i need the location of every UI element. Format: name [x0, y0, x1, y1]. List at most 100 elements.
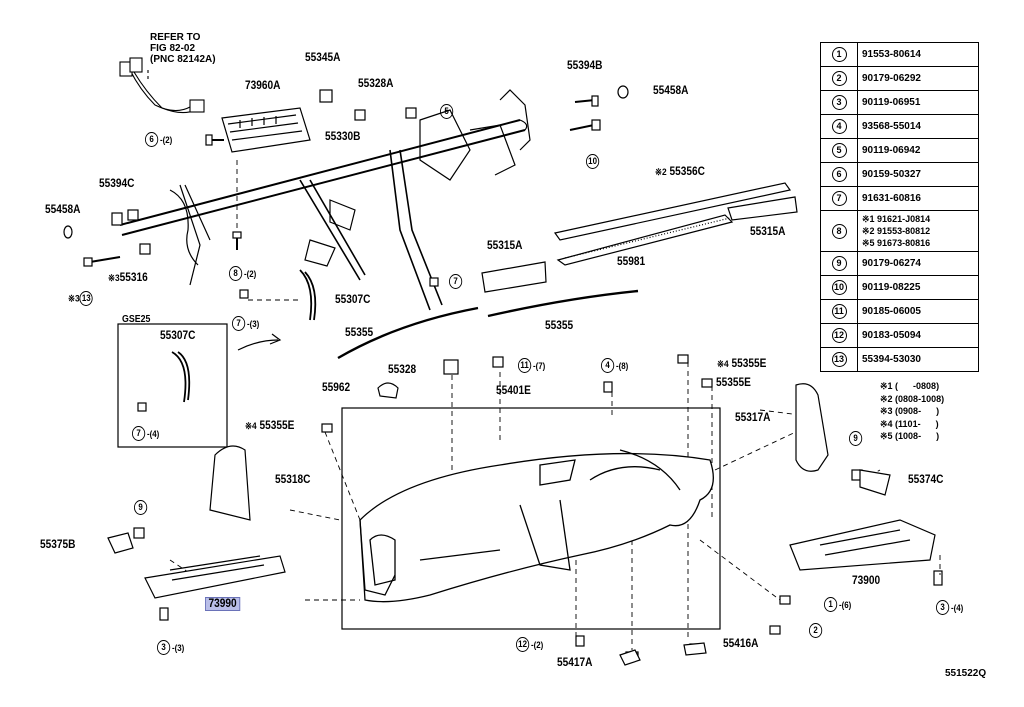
part-label-55317A: 55317A [735, 412, 771, 424]
part-number: 90185-06005 [862, 306, 921, 317]
part-label-55355E-mid: 55355E [716, 377, 751, 389]
part-label-55962: 55962 [322, 382, 351, 394]
part-label-55374C: 55374C [908, 474, 944, 486]
part-number: 90179-06274 [862, 258, 921, 269]
parts-table-row: 10 90119-08225 [820, 275, 979, 300]
part-label-55315A-left: 55315A [487, 240, 523, 252]
ref-number: 12 [831, 328, 847, 343]
callout-7-inset: 7-(4) [132, 426, 159, 441]
part-label-55328: 55328 [388, 364, 417, 376]
part-label-55416A: 55416A [723, 638, 759, 650]
document-id: 551522Q [945, 668, 987, 679]
refer-note: REFER TO FIG 82-02 (PNC 82142A) [150, 32, 216, 65]
part-number: ※2 91553-80812 [862, 226, 931, 236]
callout-6: 6-(2) [145, 132, 172, 147]
parts-table-row: 4 93568-55014 [820, 114, 979, 139]
ref-number-cell: 1 [820, 42, 858, 67]
ref-number-cell: 12 [820, 323, 858, 348]
airbag-73960A [221, 107, 311, 153]
parts-table-row: 3 90119-06951 [820, 90, 979, 115]
ref-number-cell: 9 [820, 251, 858, 276]
ref-number-cell: 4 [820, 114, 858, 139]
parts-table-row: 8 ※1 91621-J0814 ※2 91553-80812 ※5 91673-80… [820, 210, 979, 252]
part-label-55307C: 55307C [335, 294, 371, 306]
ref-number: 8 [831, 223, 847, 239]
part-label-55355-right: 55355 [545, 320, 574, 332]
callout-9-left: 9 [134, 500, 148, 515]
part-label-55316: ※355316 [108, 272, 148, 284]
cover-55962 [377, 382, 399, 399]
ref-number: 10 [831, 280, 847, 295]
part-number: 90119-06951 [862, 97, 921, 108]
ref-number: 5 [831, 143, 847, 158]
part-label-55318C: 55318C [275, 474, 311, 486]
part-number-cell: 90119-08225 [857, 275, 979, 300]
callout-9-right: 9 [849, 431, 863, 446]
ref-number: 7 [831, 191, 847, 206]
part-number-cell: 90159-50327 [857, 162, 979, 187]
part-label-55355E-left: ※4 55355E [245, 420, 295, 432]
note-mark-2: ※2 [655, 167, 667, 178]
ref-number: 13 [831, 352, 847, 367]
part-number: 91631-60816 [862, 193, 921, 204]
part-number: 90183-05094 [862, 330, 921, 341]
part-number-cell: 93568-55014 [857, 114, 979, 139]
callout-8: 8-(2) [229, 266, 256, 281]
ref-number-cell: 8 [820, 210, 858, 252]
part-label-73960A: 73960A [245, 80, 281, 92]
part-number-cell: 90185-06005 [857, 299, 979, 324]
ref-number-cell: 13 [820, 347, 858, 372]
part-number: 91553-80614 [862, 49, 921, 60]
part-number: ※5 91673-80816 [862, 238, 931, 248]
part-label-55328A: 55328A [358, 78, 394, 90]
part-number: 90159-50327 [862, 169, 921, 180]
part-label-73990: 73990 [205, 597, 241, 611]
callout-3-left: 3-(3) [157, 640, 184, 655]
callout-10: 10 [586, 154, 600, 169]
callout-11: 11-(7) [518, 358, 545, 373]
panel-55317A [795, 383, 829, 472]
part-number-cell: 91553-80614 [857, 42, 979, 67]
part-label-55458A-right: 55458A [653, 85, 689, 97]
ref-number-cell: 7 [820, 186, 858, 211]
molding-55355 [337, 289, 639, 360]
ref-number-cell: 3 [820, 90, 858, 115]
callout-7-left: 7-(3) [232, 316, 259, 331]
ref-number: 6 [831, 167, 847, 182]
part-label-55307C-inset: 55307C [160, 330, 196, 342]
callout-12: 12-(2) [516, 637, 543, 652]
part-number: 55394-53030 [862, 354, 921, 365]
note-mark-4: ※4 [717, 359, 729, 370]
parts-table-row: 11 90185-06005 [820, 299, 979, 324]
part-label-55981: 55981 [617, 256, 646, 268]
part-label-55401E: 55401E [496, 385, 531, 397]
part-number: ※1 91621-J0814 [862, 214, 931, 224]
ref-number-cell: 11 [820, 299, 858, 324]
parts-table-row: 9 90179-06274 [820, 251, 979, 276]
parts-table-row: 1 91553-80614 [820, 42, 979, 67]
inset-frame [117, 323, 228, 448]
part-number-cell: 91631-60816 [857, 186, 979, 211]
ref-number-cell: 10 [820, 275, 858, 300]
parts-table-row: 7 91631-60816 [820, 186, 979, 211]
part-number: 90179-06292 [862, 73, 921, 84]
parts-table-row: 6 90159-50327 [820, 162, 979, 187]
panel-73900 [789, 519, 936, 571]
ref-number: 3 [831, 95, 847, 110]
ref-number: 4 [831, 119, 847, 134]
part-label-55417A: 55417A [557, 657, 593, 669]
part-number-cell: 55394-53030 [857, 347, 979, 372]
part-number-cell: ※1 91621-J0814 ※2 91553-80812 ※5 91673-808… [857, 210, 979, 252]
part-number-cell: 90179-06292 [857, 66, 979, 91]
part-number: 90119-08225 [862, 282, 921, 293]
part-number: 90119-06942 [862, 145, 921, 156]
ref-number: 9 [831, 256, 847, 271]
garnish-55356C [553, 182, 798, 266]
ref-number: 11 [831, 304, 847, 319]
dashboard-55401E [359, 449, 714, 603]
callout-3-right: 3-(4) [936, 600, 963, 615]
part-number-cell: 90183-05094 [857, 323, 979, 348]
